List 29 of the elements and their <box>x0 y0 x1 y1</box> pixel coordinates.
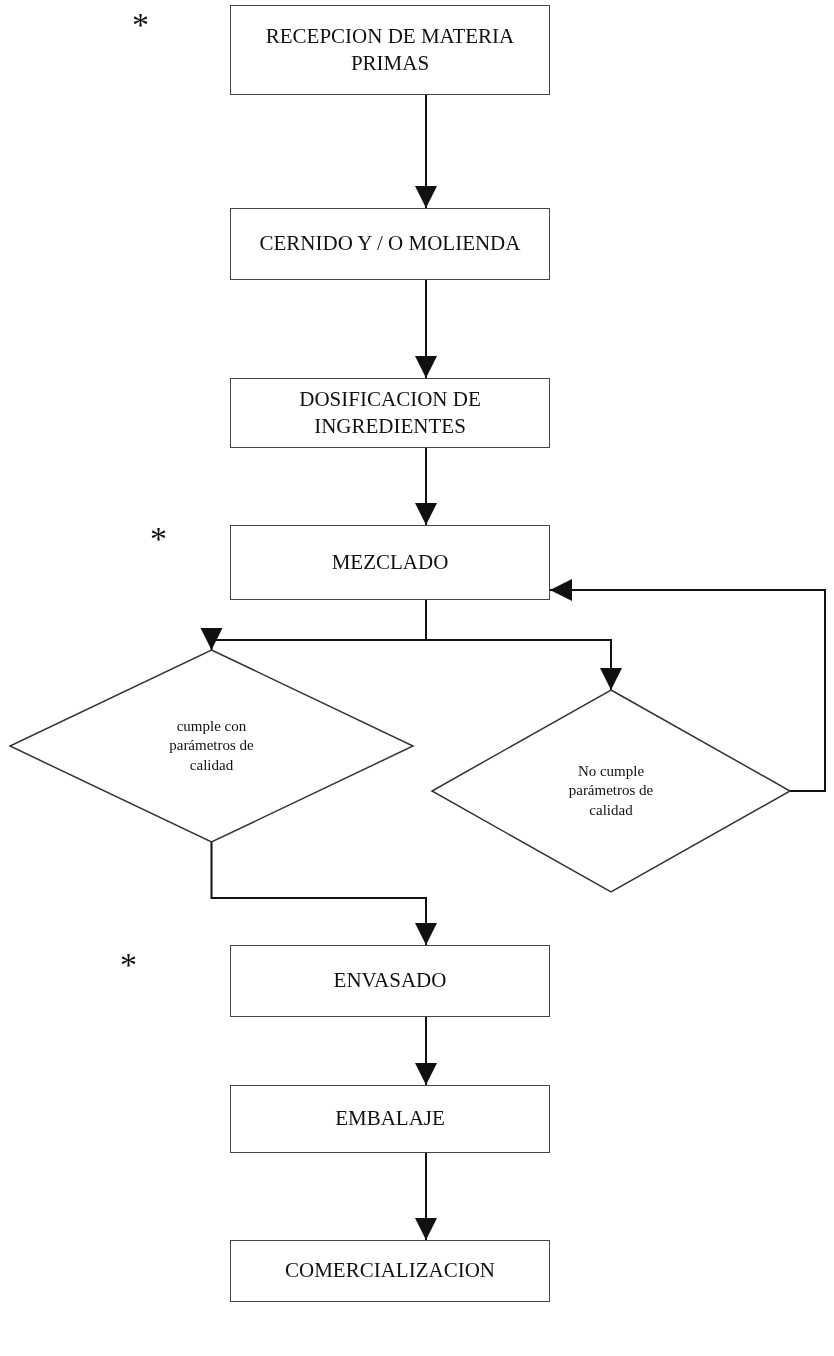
step-label: ENVASADO <box>333 967 447 995</box>
asterisk-mark: * <box>132 8 149 42</box>
decision-text: No cumple parámetros de calidad <box>567 761 655 820</box>
arrow <box>415 1152 437 1241</box>
asterisk-mark: * <box>120 948 137 982</box>
process-box <box>230 5 550 95</box>
step-label: EMBALAJE <box>335 1105 445 1133</box>
process-box <box>230 945 550 1017</box>
step-label: COMERCIALIZACION <box>285 1257 495 1285</box>
process-box <box>230 378 550 448</box>
arrow <box>415 447 437 526</box>
process-box <box>230 208 550 280</box>
arrow <box>415 94 437 209</box>
arrow <box>415 279 437 379</box>
decision-diamond <box>10 650 413 842</box>
step-label: MEZCLADO <box>331 548 449 576</box>
process-box <box>230 525 550 600</box>
step-label: RECEPCION DE MATERIA PRIMAS <box>264 22 516 77</box>
asterisk-mark: * <box>150 522 167 556</box>
process-box <box>230 1240 550 1302</box>
arrow <box>425 599 622 691</box>
process-box <box>230 1085 550 1153</box>
step-label: DOSIFICACION DE INGREDIENTES <box>298 385 482 440</box>
arrow <box>210 841 437 946</box>
step-label: CERNIDO Y / O MOLIENDA <box>259 230 521 258</box>
arrow <box>415 1016 437 1086</box>
arrow <box>549 579 826 792</box>
decision-diamond <box>432 690 790 892</box>
decision-text: cumple con parámetros de calidad <box>168 716 255 775</box>
